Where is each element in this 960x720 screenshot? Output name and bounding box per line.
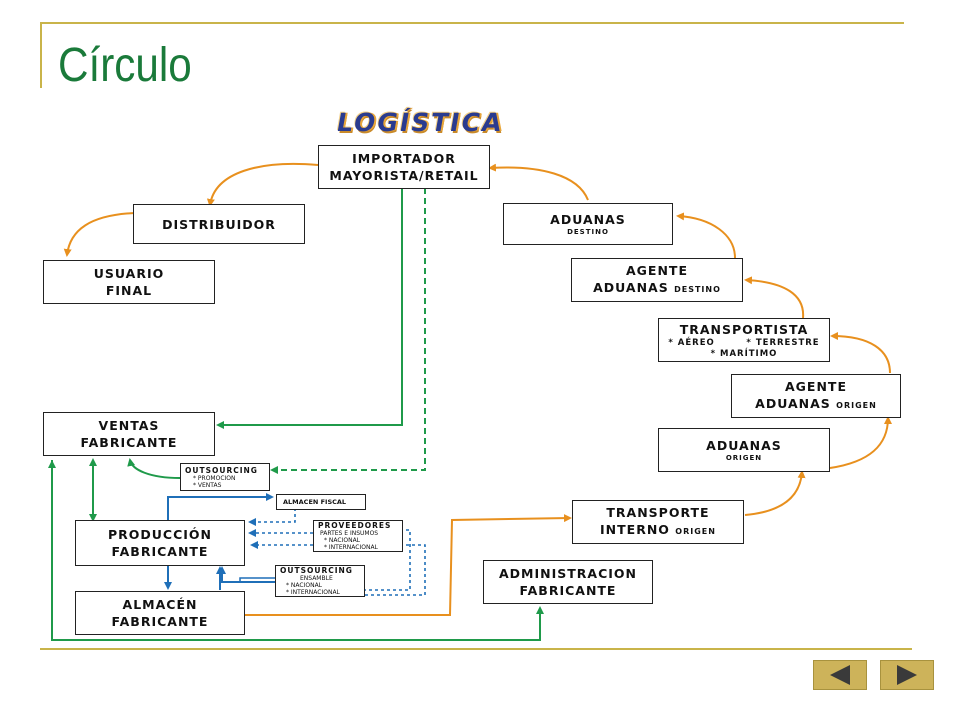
arrow-outsourcing-ventas xyxy=(127,458,181,479)
box-importador-line1: IMPORTADOR xyxy=(352,151,456,166)
dotted-internacional xyxy=(360,544,426,596)
box-outsourcing-promocion: OUTSOURCING * PROMOCION * VENTAS xyxy=(180,463,270,491)
box-aduanas-destino: ADUANAS DESTINO xyxy=(503,203,673,245)
almacen-fiscal-title: ALMACEN FISCAL xyxy=(283,497,347,506)
outsourcing2-title: OUTSOURCING xyxy=(280,566,353,575)
box-ventas: VENTAS FABRICANTE xyxy=(43,412,215,456)
proveedores-item2: * NACIONAL xyxy=(324,537,361,544)
outsourcing2-item1: ENSAMBLE xyxy=(300,575,333,582)
proveedores-title: PROVEEDORES xyxy=(318,521,392,530)
box-agente-destino-line2: ADUANAS xyxy=(593,280,669,295)
outsourcing1-title: OUTSOURCING xyxy=(185,465,258,475)
box-agente-origen: AGENTE ADUANAS ORIGEN xyxy=(731,374,901,418)
next-slide-button[interactable] xyxy=(880,660,934,690)
box-ventas-line1: VENTAS xyxy=(98,418,160,433)
box-administracion-line1: ADMINISTRACION xyxy=(499,566,637,581)
box-administracion: ADMINISTRACION FABRICANTE xyxy=(483,560,653,604)
arrow-agente-origen-transportista xyxy=(830,332,891,374)
box-proveedores: PROVEEDORES PARTES E INSUMOS * NACIONAL … xyxy=(313,520,403,552)
box-outsourcing-ensamble: OUTSOURCING ENSAMBLE * NACIONAL * INTERN… xyxy=(275,565,365,597)
box-transporte-line1: TRANSPORTE xyxy=(606,505,710,520)
arrow-almacen-transporte xyxy=(245,514,572,616)
outsourcing2-item2: * NACIONAL xyxy=(286,582,323,589)
box-agente-origen-line2: ADUANAS xyxy=(755,396,831,411)
arrow-agente-destino-aduanas xyxy=(676,212,736,259)
outsourcing2-item3: * INTERNACIONAL xyxy=(286,589,340,596)
arrow-aduanas-origen-agente xyxy=(829,416,892,469)
box-agente-origen-line2-row: ADUANAS ORIGEN xyxy=(732,395,900,414)
box-aduanas-destino-line1: ADUANAS xyxy=(550,212,626,227)
box-transporte-line2-row: INTERNO ORIGEN xyxy=(573,521,743,540)
box-almacen-line1: ALMACÉN xyxy=(122,597,198,612)
orange-flow xyxy=(63,162,892,616)
arrow-produccion-almacen-fiscal xyxy=(167,493,274,520)
outsourcing1-item1: * PROMOCION xyxy=(193,474,236,482)
box-aduanas-destino-line2: DESTINO xyxy=(567,228,609,236)
box-transporte-interno: TRANSPORTE INTERNO ORIGEN xyxy=(572,500,744,544)
box-produccion-line1: PRODUCCIÓN xyxy=(107,527,213,542)
previous-slide-button[interactable] xyxy=(813,660,867,690)
box-importador-line2: MAYORISTA/RETAIL xyxy=(329,168,479,183)
outsourcing1-item2: * VENTAS xyxy=(193,481,222,489)
box-agente-origen-line1: AGENTE xyxy=(785,379,847,394)
arrow-importador-ventas xyxy=(216,188,403,429)
box-transportista: TRANSPORTISTA * AÉREO * TERRESTRE * MARÍ… xyxy=(658,318,830,362)
box-aduanas-origen-line2: ORIGEN xyxy=(725,454,763,462)
arrow-distribuidor-usuario xyxy=(63,212,136,257)
arrow-importador-distribuidor xyxy=(206,162,319,207)
box-distribuidor-line1: DISTRIBUIDOR xyxy=(162,216,276,232)
box-transporte-line2: INTERNO xyxy=(600,522,670,537)
arrow-transporte-aduanas xyxy=(744,470,806,516)
blue-dotted-flow xyxy=(248,508,426,596)
box-almacen-line2: FABRICANTE xyxy=(111,614,209,629)
box-aduanas-origen-line1: ADUANAS xyxy=(706,438,782,453)
box-produccion: PRODUCCIÓN FABRICANTE xyxy=(75,520,245,566)
dashed-importador-outsourcing xyxy=(270,188,426,474)
green-flow xyxy=(48,188,544,641)
arrow-aduanas-destino-importador xyxy=(488,163,589,201)
dotted-proveedores-outsourcing2 xyxy=(355,529,411,594)
box-transportista-line1: TRANSPORTISTA xyxy=(679,321,809,337)
box-transporte-suffix: ORIGEN xyxy=(675,527,716,536)
box-administracion-line2: FABRICANTE xyxy=(519,583,617,598)
box-aduanas-origen: ADUANAS ORIGEN xyxy=(658,428,830,472)
box-transportista-line3: * MARÍTIMO xyxy=(710,348,778,359)
slide-title: Círculo xyxy=(58,39,192,92)
box-importador: IMPORTADOR MAYORISTA/RETAIL xyxy=(318,145,490,189)
arrow-transportista-agente-destino xyxy=(744,276,805,319)
box-usuario-final: USUARIO FINAL xyxy=(43,260,215,304)
frame-bottom-rule xyxy=(40,648,912,650)
frame-left-rule xyxy=(40,22,42,88)
box-agente-origen-suffix: ORIGEN xyxy=(836,401,877,410)
box-almacen-fiscal: ALMACEN FISCAL xyxy=(276,494,366,510)
box-transportista-line2: * AÉREO * TERRESTRE xyxy=(668,337,820,348)
dotted-fiscal-produccion xyxy=(248,508,296,526)
box-almacen: ALMACÉN FABRICANTE xyxy=(75,591,245,635)
triangle-right-icon xyxy=(897,665,917,685)
box-agente-destino-line1: AGENTE xyxy=(626,263,688,278)
triangle-left-icon xyxy=(830,665,850,685)
box-agente-destino: AGENTE ADUANAS DESTINO xyxy=(571,258,743,302)
box-usuario-line2: FINAL xyxy=(105,283,153,298)
box-distribuidor: DISTRIBUIDOR xyxy=(133,204,305,244)
box-usuario-line1: USUARIO xyxy=(93,266,165,281)
box-ventas-line2: FABRICANTE xyxy=(80,435,178,450)
box-agente-destino-line2-row: ADUANAS DESTINO xyxy=(572,279,742,298)
proveedores-item1: PARTES E INSUMOS xyxy=(320,530,379,537)
box-agente-destino-suffix: DESTINO xyxy=(674,285,721,294)
frame-top-rule xyxy=(40,22,904,24)
box-produccion-line2: FABRICANTE xyxy=(111,544,209,559)
proveedores-item3: * INTERNACIONAL xyxy=(324,544,378,551)
